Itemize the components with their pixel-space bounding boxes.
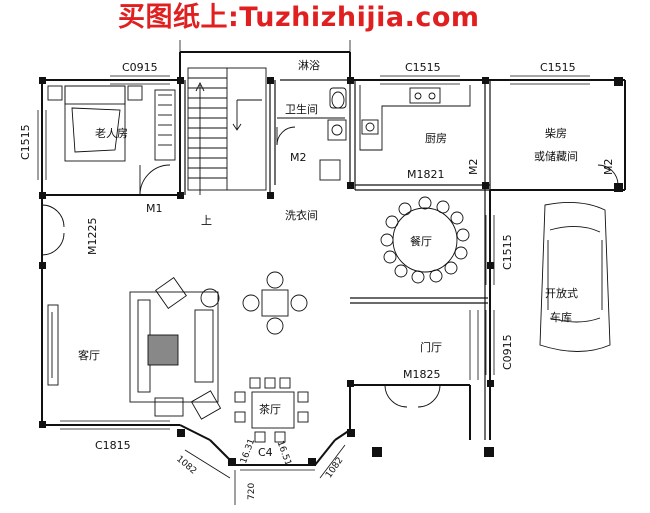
room-laundry: 洗衣间 — [285, 209, 318, 222]
room-bathroom: 卫生间 — [285, 103, 318, 116]
watermark: 买图纸上:Tuzhizhijia.com — [118, 2, 480, 33]
room-utility-line2: 或储藏间 — [534, 150, 578, 163]
round-table — [242, 271, 308, 335]
door-m1: M1 — [146, 202, 163, 215]
room-utility-line1: 柴房 — [545, 127, 567, 140]
car — [539, 201, 611, 352]
door-m1225: M1225 — [86, 217, 99, 256]
dining-table — [380, 196, 470, 284]
bed — [47, 85, 176, 162]
room-shower: 淋浴 — [298, 59, 320, 72]
columns — [39, 77, 623, 466]
stair-up-label: 上 — [201, 214, 212, 227]
interior-walls — [184, 79, 491, 440]
room-tea: 茶厅 — [259, 403, 281, 416]
window-c4: C4 — [258, 446, 273, 459]
dim-720: 720 — [247, 482, 257, 500]
bathroom-fixtures — [276, 87, 347, 181]
room-elder-bedroom: 老人房 — [95, 127, 128, 140]
door-m2-store: M2 — [602, 158, 615, 176]
room-garage-line1: 开放式 — [545, 287, 578, 300]
window-c0915-top: C0915 — [122, 61, 158, 74]
window-c1515-top-a: C1515 — [405, 61, 441, 74]
room-foyer: 门厅 — [420, 341, 442, 354]
staircase — [187, 67, 267, 195]
dimension-lines — [179, 40, 351, 505]
room-kitchen: 厨房 — [425, 132, 447, 145]
tea-furniture — [234, 377, 309, 443]
room-garage-line2: 车库 — [550, 311, 572, 324]
living-furniture — [47, 277, 222, 420]
room-dining: 餐厅 — [410, 235, 432, 248]
window-c0915-garage: C0915 — [501, 334, 514, 370]
window-c1815: C1815 — [95, 439, 131, 452]
exterior-walls — [41, 51, 626, 466]
room-living: 客厅 — [78, 349, 100, 362]
window-c1515-garage: C1515 — [501, 234, 514, 270]
window-c1515-top-b: C1515 — [540, 61, 576, 74]
kitchen-counter — [359, 85, 471, 151]
window-c1515-left: C1515 — [19, 124, 32, 160]
door-m2-bath: M2 — [290, 151, 307, 164]
windows — [37, 75, 590, 430]
door-m1821: M1821 — [407, 168, 445, 181]
doors — [41, 164, 619, 408]
door-m2-kitchen: M2 — [467, 158, 480, 176]
door-m1825: M1825 — [403, 368, 441, 381]
